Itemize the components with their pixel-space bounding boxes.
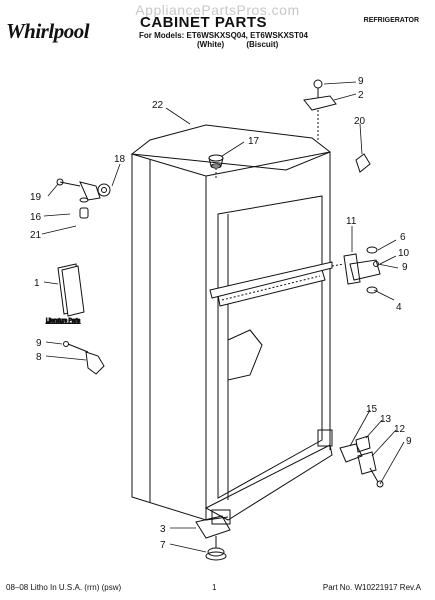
part-20-cap [355, 153, 371, 173]
callouts: 22 17 18 19 16 21 1 9 8 9 2 20 11 6 10 9… [30, 76, 412, 551]
callout-8: 8 [36, 352, 42, 363]
callout-18: 18 [114, 154, 126, 165]
callout-10: 10 [398, 248, 410, 259]
literature-parts-label: Literature Parts [46, 318, 81, 324]
callout-19: 19 [30, 192, 42, 203]
callout-4: 4 [396, 302, 402, 313]
part-2-top-hinge [303, 79, 337, 140]
color-biscuit: (Biscuit) [246, 40, 279, 49]
callout-21: 21 [30, 230, 42, 241]
footer-litho: 08–08 Litho In U.S.A. (rrn) (psw) [6, 583, 122, 592]
callout-1: 1 [34, 278, 40, 289]
part-12-bottom-hinge [339, 435, 384, 488]
part-1-literature [57, 263, 85, 317]
color-variants: (White) (Biscuit) [197, 40, 278, 49]
callout-11: 11 [346, 216, 357, 227]
callout-20: 20 [354, 116, 366, 127]
callout-9b: 9 [358, 76, 364, 87]
callout-9c: 9 [402, 262, 408, 273]
part-10-center-hinge [331, 246, 381, 294]
leader-lines [41, 81, 405, 553]
part-3-leveling-leg [195, 515, 231, 561]
callout-9a: 9 [36, 338, 42, 349]
callout-3: 3 [160, 524, 166, 535]
models-line: For Models: ET6WSKXSQ04, ET6WSKXST04 [139, 31, 308, 40]
brand-logo: Whirlpool [6, 19, 90, 43]
callout-2: 2 [358, 90, 364, 101]
callout-9d: 9 [406, 436, 412, 447]
callout-12: 12 [394, 424, 406, 435]
callout-22: 22 [152, 100, 164, 111]
callout-16: 16 [30, 212, 42, 223]
footer-part-no: Part No. W10221917 Rev.A [322, 583, 421, 592]
category-label: REFRIGERATOR [363, 17, 419, 24]
callout-13: 13 [380, 414, 392, 425]
cabinet-body [130, 124, 333, 525]
part-17-plug [208, 154, 224, 180]
callout-15: 15 [366, 404, 378, 415]
watermark: AppliancePartsPros.com [135, 2, 300, 18]
part-8-bracket [63, 341, 105, 375]
part-18-hinge [56, 178, 111, 219]
callout-6: 6 [400, 232, 406, 243]
callout-17: 17 [248, 136, 260, 147]
callout-7: 7 [160, 540, 166, 551]
color-white: (White) [197, 40, 225, 49]
page-title: CABINET PARTS [140, 14, 268, 31]
footer-page: 1 [212, 583, 217, 592]
